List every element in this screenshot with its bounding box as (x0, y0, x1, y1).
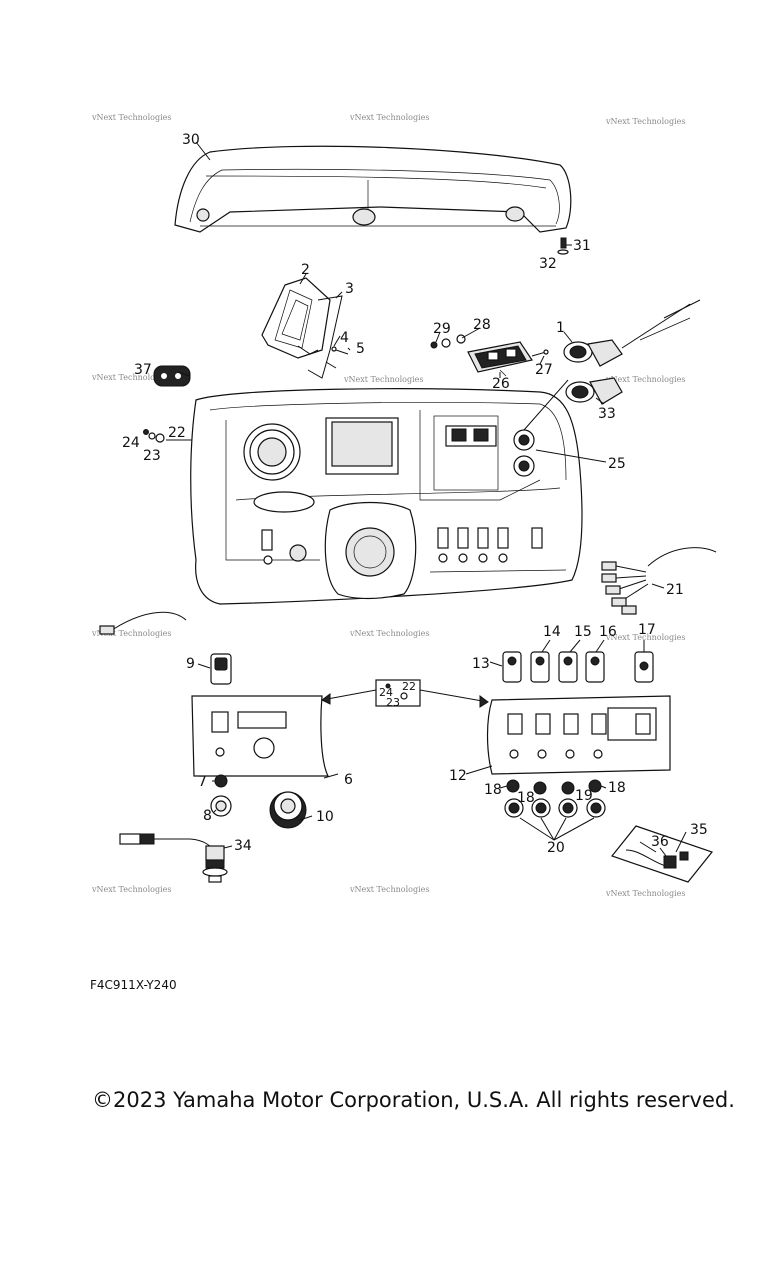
callout-17: 17 (638, 622, 656, 638)
watermark-text: vNext Technologies (605, 633, 685, 642)
watermark-text: vNext Technologies (343, 375, 423, 384)
part-21-harness (601, 547, 717, 615)
drawing-code: F4C911X-Y240 (90, 978, 177, 992)
watermarks: vNext Technologies vNext Technologies vN… (91, 113, 685, 898)
callout-16: 16 (599, 624, 617, 640)
callout-24-inset: 24 (379, 686, 393, 699)
part-37-key (153, 365, 191, 387)
part-10-knob (269, 791, 307, 829)
callout-14: 14 (543, 624, 561, 640)
callout-10: 10 (316, 809, 334, 825)
callout-23: 23 (143, 448, 161, 464)
part-7-indicator (214, 774, 228, 788)
part-33-power-outlet (565, 377, 623, 405)
watermark-text: vNext Technologies (349, 629, 429, 638)
callout-31: 31 (573, 238, 591, 254)
small-cable (99, 611, 187, 635)
callout-27: 27 (535, 362, 553, 378)
callout-32: 32 (539, 256, 557, 272)
callout-2: 2 (301, 262, 310, 278)
part-30-upper-cover (174, 145, 572, 233)
callout-18: 18 (608, 780, 626, 796)
callout-15: 15 (574, 624, 592, 640)
watermark-text: vNext Technologies (605, 375, 685, 384)
part-35-36-inset (610, 825, 714, 883)
callout-8: 8 (203, 808, 212, 824)
callout-13: 13 (472, 656, 490, 672)
callout-1: 1 (556, 320, 565, 336)
callout-12: 12 (449, 768, 467, 784)
watermark-text: vNext Technologies (349, 113, 429, 122)
callout-22-inset: 22 (402, 680, 416, 693)
part-12-right-panel (486, 695, 671, 775)
callout-22: 22 (168, 425, 186, 441)
callout-5: 5 (356, 341, 365, 357)
part-4-5-screws (325, 346, 349, 369)
callout-30: 30 (182, 132, 200, 148)
callout-29: 29 (433, 321, 451, 337)
leader-lines (177, 141, 687, 857)
callout-20: 20 (547, 840, 565, 856)
part-8-bezel (210, 795, 232, 817)
callout-9: 9 (186, 656, 195, 672)
callout-7: 7 (198, 774, 207, 790)
callout-36: 36 (651, 834, 669, 850)
callout-35: 35 (690, 822, 708, 838)
callout-24: 24 (122, 435, 140, 451)
callout-34: 34 (234, 838, 252, 854)
callout-18: 18 (484, 782, 502, 798)
callouts: 30 31 32 2 3 4 5 29 28 26 27 1 33 37 24 … (122, 132, 708, 856)
watermark-text: vNext Technologies (91, 885, 171, 894)
callout-37: 37 (134, 362, 152, 378)
callout-28: 28 (473, 317, 491, 333)
callout-4: 4 (340, 330, 349, 346)
callout-6: 6 (344, 772, 353, 788)
callout-3: 3 (345, 281, 354, 297)
callout-18: 18 (517, 790, 535, 806)
part-25-dashboard (190, 388, 583, 605)
watermark-text: vNext Technologies (91, 629, 171, 638)
part-6-left-panel (191, 695, 329, 777)
callout-19: 19 (575, 788, 593, 804)
watermark-text: vNext Technologies (91, 373, 171, 382)
parts-18-20-indicators (504, 779, 606, 841)
watermark-text: vNext Technologies (605, 889, 685, 898)
part-9-switch (210, 653, 232, 685)
callout-25: 25 (608, 456, 626, 472)
callout-21: 21 (666, 582, 684, 598)
part-2-meter (261, 277, 331, 359)
part-1-usb-outlet (563, 299, 701, 367)
part-3-bracket (297, 295, 343, 379)
part-34-sensor (119, 833, 228, 883)
watermark-text: vNext Technologies (605, 117, 685, 126)
callout-26: 26 (492, 376, 510, 392)
watermark-text: vNext Technologies (349, 885, 429, 894)
watermark-text: vNext Technologies (91, 113, 171, 122)
parts-13-17-switches (502, 651, 654, 683)
part-26-switch-block (467, 341, 533, 377)
part-31-32-fasteners (557, 237, 569, 255)
inset-box (321, 679, 489, 708)
copyright-notice: ©2023 Yamaha Motor Corporation, U.S.A. A… (92, 1088, 735, 1112)
callout-33: 33 (598, 406, 616, 422)
callout-23-inset: 23 (386, 696, 400, 709)
